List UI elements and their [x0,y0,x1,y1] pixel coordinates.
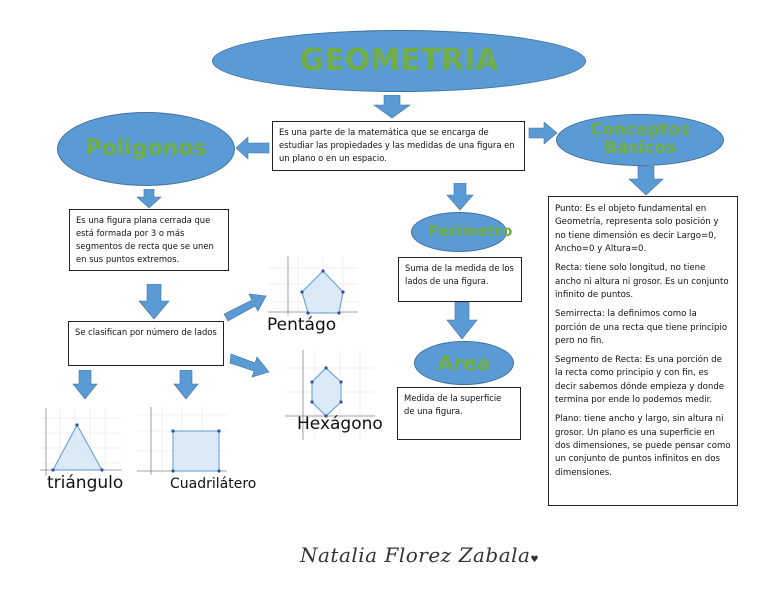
triangle-label: triángulo [47,473,124,493]
arrow-diagonal-up-icon [223,293,267,322]
conceptos-label-line2: Básicos [603,138,677,158]
arrow-down-icon [136,189,162,209]
geometria-definition-box: Es una parte de la matemática que se enc… [272,121,525,171]
signature-text: Natalia Florez Zabala [300,543,531,567]
poligonos-node: Poligonos [57,112,235,186]
vertex-c [100,468,104,472]
poligonos-label: Poligonos [85,136,207,162]
triangle-graph [40,408,122,476]
conceptos-basicos-box: Punto: Es el objeto fundamental en Geome… [548,196,738,506]
pentagon-label: Pentágo [267,315,337,335]
arrow-down-icon [138,284,170,320]
arrow-down-icon [173,370,199,400]
quadrilateral-graph [137,407,227,475]
conceptos-basicos-node: Conceptos Básicos [556,114,724,166]
concepto-plano: Plano: tiene ancho y largo, sin altura n… [555,414,731,478]
poligonos-definition-box: Es una figura plana cerrada que está for… [69,209,229,271]
concepto-semirrecta: Semirrecta: la definimos como la porción… [555,309,728,346]
hexagon-label: Hexágono [297,414,383,434]
arrow-down-icon [628,166,664,196]
pentagon-shape [301,270,344,314]
heart-icon: ♥ [530,555,540,565]
area-label: Area [437,350,491,375]
area-definition-text: Medida de la superficie de una figura. [404,393,502,417]
arrow-right-icon [528,122,558,144]
perimetro-definition-box: Suma de la medida de los lados de una fi… [398,257,522,302]
vertex-a [75,423,79,427]
conceptos-label-line1: Conceptos [590,120,690,141]
arrow-diagonal-down-icon [229,353,270,378]
arrow-down-icon [72,370,98,400]
arrow-down-icon [373,95,411,119]
pentagon-graph [268,256,358,322]
geometria-definition-text: Es una parte de la matemática que se enc… [279,127,515,164]
area-definition-box: Medida de la superficie de una figura. [397,387,521,440]
concepto-punto: Punto: Es el objeto fundamental en Geome… [555,204,719,254]
perimetro-node: Perimetro [411,212,512,252]
classification-text: Se clasifican por número de lados [75,327,217,337]
arrow-down-icon [446,183,474,211]
concepto-segmento: Segmento de Recta: Es una porción de la … [555,355,725,406]
poligonos-definition-text: Es una figura plana cerrada que está for… [76,215,214,265]
quadrilateral-shape [172,430,220,472]
geometria-label: GEOMETRIA [299,43,499,79]
arrow-down-icon [446,302,478,340]
hexagon-graph [285,350,375,440]
perimetro-definition-text: Suma de la medida de los lados de una fi… [405,263,514,287]
triangle-shape [52,423,103,471]
quadrilateral-label: Cuadrilátero [170,476,257,492]
vertex-b [51,468,55,472]
concepto-recta: Recta: tiene solo longitud, no tiene anc… [555,263,729,300]
arrow-left-icon [236,136,270,160]
area-node: Area [414,341,514,385]
author-signature: Natalia Florez Zabala♥ [300,543,539,567]
perimetro-label: Perimetro [428,222,513,241]
classification-box: Se clasifican por número de lados [68,321,224,366]
hexagon-shape [311,367,342,417]
geometria-node: GEOMETRIA [212,30,586,92]
